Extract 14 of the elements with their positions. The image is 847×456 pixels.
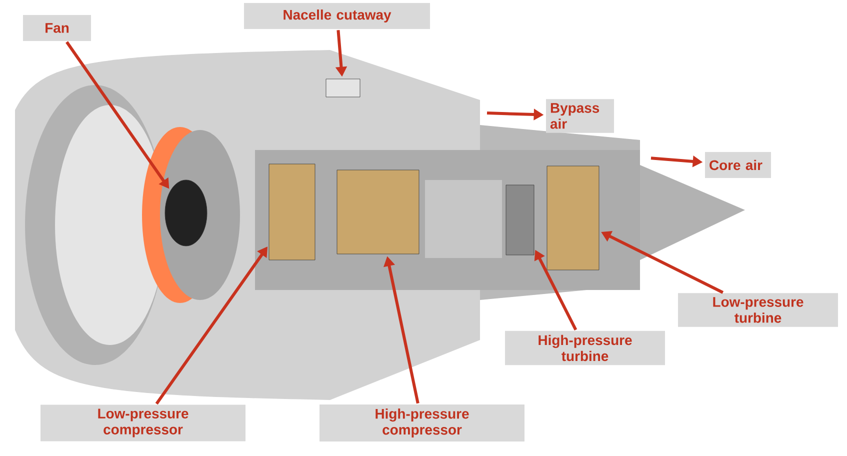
engine-part [164, 180, 208, 246]
label-box: Nacelle cutaway [244, 3, 430, 29]
engine-part [268, 164, 316, 260]
label-box: Low-pressure compressor [40, 404, 246, 442]
label-box: Low-pressure turbine [678, 293, 838, 327]
engine-part [326, 78, 360, 98]
engine-part [506, 184, 534, 256]
engine-part [546, 166, 600, 270]
label-box: Fan [23, 15, 91, 41]
label-box: Bypass air [546, 99, 614, 133]
engine-part [336, 170, 420, 254]
label-box: High-pressure turbine [505, 330, 665, 366]
label-box: High-pressure compressor [320, 404, 524, 442]
label-box: Core air [705, 152, 771, 178]
